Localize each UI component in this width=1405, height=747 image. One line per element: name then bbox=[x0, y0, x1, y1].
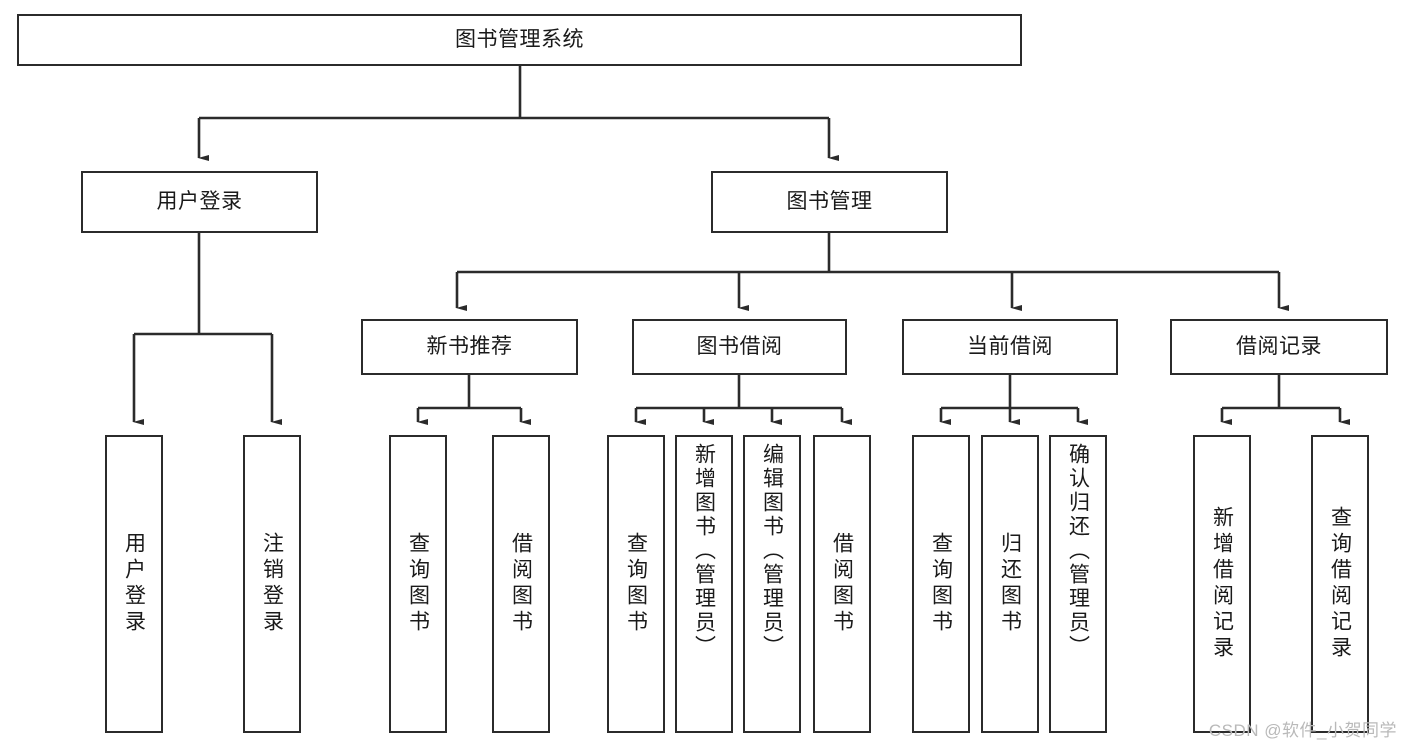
node-root[interactable]: 图书管理系统 bbox=[17, 14, 1022, 66]
leaf-borrow-add-book-label: 新增图书（管理员） bbox=[692, 443, 716, 659]
leaf-recommend-query-book-label: 查询图书 bbox=[406, 532, 430, 636]
node-book-management-label: 图书管理 bbox=[786, 189, 873, 213]
leaf-current-return-book-label: 归还图书 bbox=[998, 532, 1022, 636]
leaf-user-login-signin-label: 用户登录 bbox=[122, 532, 146, 636]
leaf-borrow-borrow-book-label: 借阅图书 bbox=[830, 532, 854, 636]
leaf-borrow-query-book[interactable]: 查询图书 bbox=[607, 435, 665, 733]
node-current-borrow-label: 当前借阅 bbox=[967, 334, 1053, 358]
node-current-borrow[interactable]: 当前借阅 bbox=[902, 319, 1118, 375]
leaf-borrow-borrow-book[interactable]: 借阅图书 bbox=[813, 435, 871, 733]
node-borrow-record[interactable]: 借阅记录 bbox=[1170, 319, 1388, 375]
node-new-book-recommend[interactable]: 新书推荐 bbox=[361, 319, 578, 375]
leaf-recommend-borrow-book-label: 借阅图书 bbox=[509, 532, 533, 636]
leaf-user-login-signout-label: 注销登录 bbox=[260, 532, 284, 636]
leaf-borrow-edit-book-label: 编辑图书（管理员） bbox=[760, 443, 784, 659]
leaf-record-add-record-label: 新增借阅记录 bbox=[1210, 506, 1234, 662]
node-book-borrow-label: 图书借阅 bbox=[696, 334, 783, 358]
leaf-record-query-record[interactable]: 查询借阅记录 bbox=[1311, 435, 1369, 733]
leaf-current-query-book-label: 查询图书 bbox=[929, 532, 953, 636]
watermark-text: CSDN @软件_小贺同学 bbox=[1208, 721, 1397, 740]
leaf-record-query-record-label: 查询借阅记录 bbox=[1328, 506, 1352, 662]
leaf-record-add-record[interactable]: 新增借阅记录 bbox=[1193, 435, 1251, 733]
node-book-borrow[interactable]: 图书借阅 bbox=[632, 319, 847, 375]
leaf-borrow-add-book[interactable]: 新增图书（管理员） bbox=[675, 435, 733, 733]
node-user-login[interactable]: 用户登录 bbox=[81, 171, 318, 233]
node-user-login-label: 用户登录 bbox=[156, 189, 243, 213]
leaf-current-confirm-return-label: 确认归还（管理员） bbox=[1066, 443, 1090, 659]
leaf-current-query-book[interactable]: 查询图书 bbox=[912, 435, 970, 733]
node-root-label: 图书管理系统 bbox=[455, 27, 584, 51]
leaf-user-login-signout[interactable]: 注销登录 bbox=[243, 435, 301, 733]
leaf-recommend-borrow-book[interactable]: 借阅图书 bbox=[492, 435, 550, 733]
leaf-borrow-edit-book[interactable]: 编辑图书（管理员） bbox=[743, 435, 801, 733]
node-new-book-recommend-label: 新书推荐 bbox=[426, 334, 513, 358]
leaf-borrow-query-book-label: 查询图书 bbox=[624, 532, 648, 636]
leaf-current-confirm-return[interactable]: 确认归还（管理员） bbox=[1049, 435, 1107, 733]
node-borrow-record-label: 借阅记录 bbox=[1236, 334, 1322, 358]
leaf-user-login-signin[interactable]: 用户登录 bbox=[105, 435, 163, 733]
leaf-current-return-book[interactable]: 归还图书 bbox=[981, 435, 1039, 733]
node-book-management[interactable]: 图书管理 bbox=[711, 171, 948, 233]
leaf-recommend-query-book[interactable]: 查询图书 bbox=[389, 435, 447, 733]
